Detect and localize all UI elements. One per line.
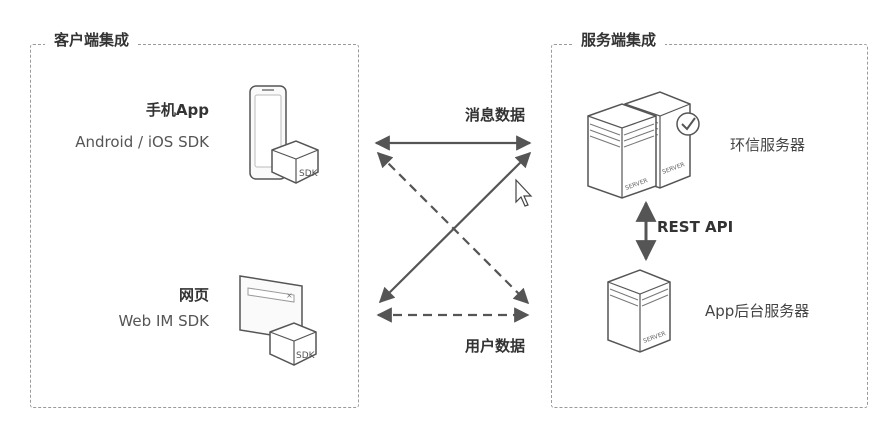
mouse-cursor-icon	[515, 178, 533, 207]
client-integration-region	[30, 44, 359, 408]
check-icon	[676, 112, 700, 136]
huanxin-server-icon: SERVER SERVER	[587, 91, 691, 199]
sdk-cube-icon: SDK	[269, 322, 317, 366]
browser-window-icon: ×	[239, 275, 303, 341]
web-sdk-subtitle: Web IM SDK	[118, 312, 209, 330]
mobile-sdk-badge: SDK	[299, 169, 319, 179]
huanxin-server-label: 环信服务器	[730, 136, 806, 154]
server-region-title: 服务端集成	[572, 29, 666, 50]
user-flow-arrow	[376, 151, 530, 305]
mobile-app-title: 手机App	[145, 101, 209, 119]
message-data-label: 消息数据	[465, 106, 526, 124]
close-icon: ×	[286, 291, 293, 300]
message-flow-arrow	[378, 151, 532, 304]
mobile-sdk-subtitle: Android / iOS SDK	[75, 133, 209, 151]
client-region-title: 客户端集成	[45, 29, 139, 50]
web-sdk-badge: SDK	[296, 351, 316, 361]
app-backend-server-icon: SERVER	[607, 269, 671, 353]
sdk-cube-icon: SDK	[271, 140, 319, 184]
rest-api-label: REST API	[657, 218, 734, 236]
web-page-title: 网页	[178, 286, 209, 304]
app-backend-server-label: App后台服务器	[705, 302, 810, 320]
server-integration-region	[551, 44, 868, 408]
user-data-label: 用户数据	[465, 337, 526, 355]
